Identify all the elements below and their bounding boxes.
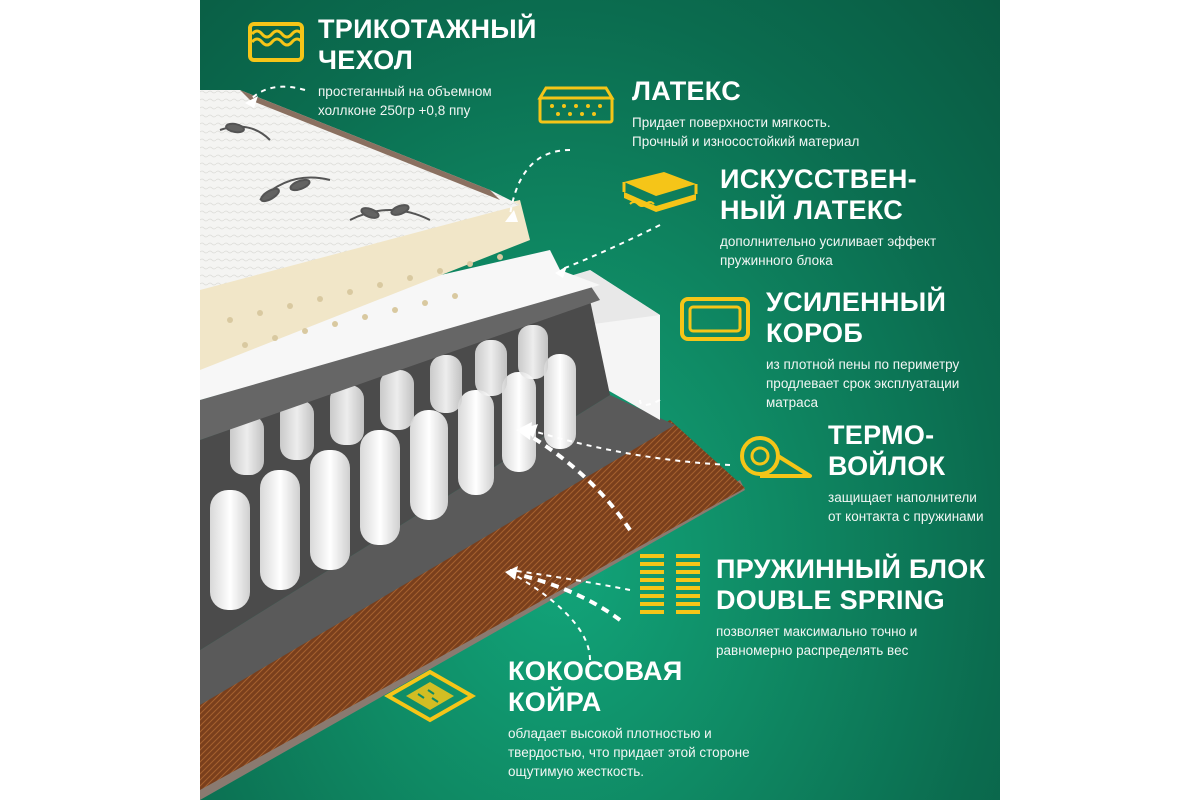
layer-reinforced-box: УСИЛЕННЫЙ КОРОБ из плотной пены по перим… [766,287,996,412]
pocket-springs [210,325,576,610]
layer-coconut-coir: КОКОСОВАЯ КОЙРА обладает высокой плотнос… [508,656,808,781]
layer-thermo-felt: ТЕРМО- ВОЙЛОК защищает наполнители от ко… [828,420,998,526]
layer-title: ТРИКОТАЖНЫЙ ЧЕХОЛ [318,14,537,75]
latex-icon [537,86,615,124]
pointer-arrows [249,85,731,661]
layer-title: УСИЛЕННЫЙ КОРОБ [766,287,947,348]
reinforced-box-icon [680,297,750,341]
layer-title: ИСКУССТВЕН- НЫЙ ЛАТЕКС [720,164,917,225]
thermo-felt-icon [740,436,812,478]
layer-spring-block: ПРУЖИННЫЙ БЛОК DOUBLE SPRING позволяет м… [716,554,1000,660]
spring-block-icon [640,554,700,614]
layer-artificial-latex: ИСКУССТВЕН- НЫЙ ЛАТЕКС дополнительно уси… [720,164,990,270]
artificial-latex-icon [622,172,698,212]
layer-description: защищает наполнители от контакта с пружи… [828,490,984,524]
layer-description: дополнительно усиливает эффект пружинног… [720,234,937,268]
layer-title: ПРУЖИННЫЙ БЛОК DOUBLE SPRING [716,554,986,615]
layer-knit-cover: ТРИКОТАЖНЫЙ ЧЕХОЛ простеганный на объемн… [318,14,598,120]
mattress-illustration [200,85,745,800]
layer-description: Придает поверхности мягкость. Прочный и … [632,115,860,149]
layer-description: обладает высокой плотностью и твердостью… [508,726,750,779]
layer-description: простеганный на объемном холлконе 250гр … [318,84,492,118]
layer-title: ТЕРМО- ВОЙЛОК [828,420,946,481]
coconut-coir-icon [384,669,476,723]
mattress-infographic: ТРИКОТАЖНЫЙ ЧЕХОЛ простеганный на объемн… [200,0,1000,800]
layer-title: ЛАТЕКС [632,76,742,106]
layer-title: КОКОСОВАЯ КОЙРА [508,656,683,717]
layer-latex: ЛАТЕКС Придает поверхности мягкость. Про… [632,76,952,151]
layer-description: из плотной пены по периметру продлевает … [766,357,960,410]
knit-cover-icon [248,22,304,62]
layer-description: позволяет максимально точно и равномерно… [716,624,918,658]
